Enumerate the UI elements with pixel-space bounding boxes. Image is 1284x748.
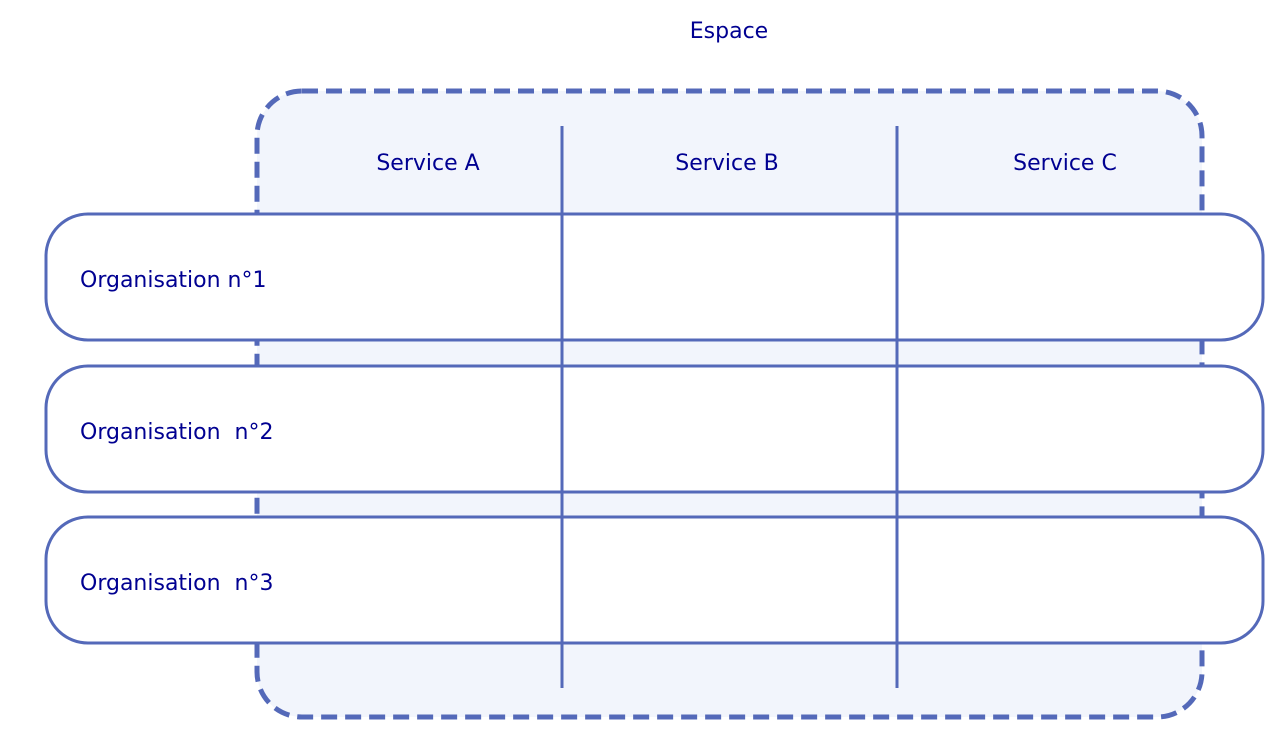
espace-title: Espace — [690, 19, 768, 44]
organisation-2-label: Organisation n°2 — [80, 420, 274, 445]
organisation-3-label: Organisation n°3 — [80, 571, 274, 596]
service-b-header: Service B — [675, 151, 778, 176]
organisation-1-label: Organisation n°1 — [80, 268, 267, 293]
organisation-row-3 — [44, 515, 1265, 645]
organisation-row-1 — [44, 212, 1265, 342]
service-a-header: Service A — [376, 151, 479, 176]
organisation-row-2 — [44, 364, 1265, 494]
service-c-header: Service C — [1013, 151, 1117, 176]
